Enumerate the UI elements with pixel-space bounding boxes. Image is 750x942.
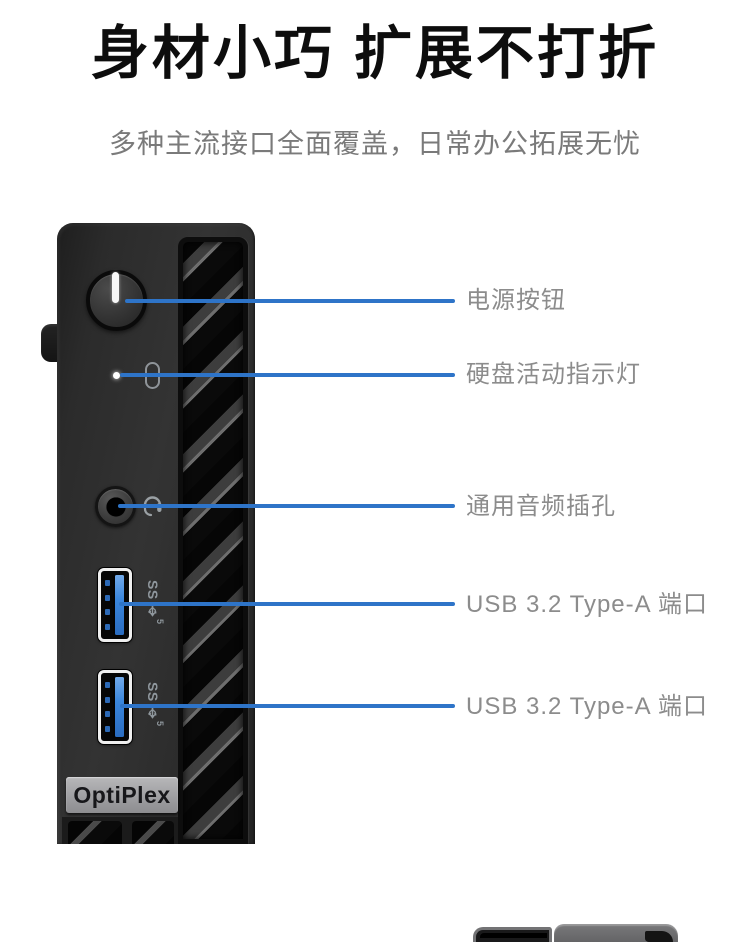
hdd-activity-led (113, 372, 120, 379)
usb-pins (105, 682, 110, 732)
side-vent-grille (178, 237, 248, 844)
callout-line-power (125, 299, 455, 303)
peek-left-part (473, 927, 552, 942)
optiplex-badge-label: OptiPlex (73, 781, 171, 808)
callout-label-usb2: USB 3.2 Type-A 端口 (466, 693, 708, 720)
callout-line-hdd-led (120, 373, 455, 377)
power-symbol-icon (112, 272, 119, 303)
peek-right-part (554, 924, 678, 942)
optiplex-badge: OptiPlex (66, 777, 178, 813)
callout-label-audio: 通用音频插孔 (466, 493, 616, 520)
page-title: 身材小巧 扩展不打折 (90, 21, 660, 86)
usb-pins (105, 580, 110, 630)
callout-line-audio (118, 504, 455, 508)
bottom-vent-grille (62, 817, 178, 844)
callout-label-hdd-led: 硬盘活动指示灯 (466, 361, 641, 388)
next-section-image-peek (470, 924, 680, 942)
callout-label-power: 电源按钮 (466, 287, 566, 314)
audio-jack-hole (106, 497, 125, 516)
usb-tongue (115, 677, 124, 737)
callout-label-usb1: USB 3.2 Type-A 端口 (466, 591, 708, 618)
page-subtitle: 多种主流接口全面覆盖，日常办公拓展无忧 (109, 129, 641, 159)
callout-line-usb2 (120, 704, 455, 708)
callout-line-usb1 (119, 602, 455, 606)
mini-pc-front-panel: SS 5 SS (57, 223, 255, 844)
